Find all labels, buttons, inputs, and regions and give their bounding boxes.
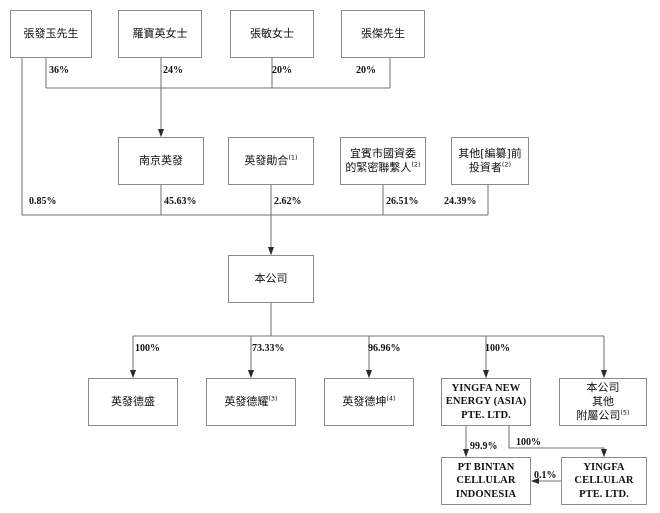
- edge-label-nanjing-company: 45.63%: [164, 196, 197, 207]
- node-yingfa-new-energy[interactable]: YINGFA NEW ENERGY (ASIA) PTE. LTD.: [441, 378, 531, 426]
- footnote-marker: (2): [501, 160, 512, 169]
- node-yingfa-desheng[interactable]: 英發德盛: [88, 378, 178, 426]
- node-label: 本公司: [254, 272, 288, 286]
- edge-label-sasac-company: 26.51%: [386, 196, 419, 207]
- node-label: 英發勛合(1): [244, 153, 298, 168]
- edge-label-luobaoying-nanjing: 24%: [163, 65, 183, 76]
- node-label: 英發德坤(4): [342, 394, 396, 409]
- edge-label-company-dekun: 96.96%: [368, 343, 401, 354]
- edge-label-zhangfayu-company: 0.85%: [29, 196, 57, 207]
- node-luo-baoying[interactable]: 羅寶英女士: [118, 10, 202, 58]
- node-zhang-fayu[interactable]: 張發玉先生: [10, 10, 92, 58]
- node-other-subsidiaries[interactable]: 本公司 其他 附屬公司(5): [559, 378, 647, 426]
- edge-label-company-deyao: 73.33%: [252, 343, 285, 354]
- node-yingfa-dekun[interactable]: 英發德坤(4): [324, 378, 414, 426]
- node-pt-bintan[interactable]: PT BINTAN CELLULAR INDONESIA: [441, 457, 531, 505]
- edge-label-xunhe-company: 2.62%: [274, 196, 302, 207]
- node-yingfa-cellular[interactable]: YINGFA CELLULAR PTE. LTD.: [561, 457, 647, 505]
- node-label: 宜賓市國資委 的緊密聯繫人(2): [345, 147, 421, 174]
- node-label: 張發玉先生: [23, 27, 79, 41]
- node-label: 本公司 其他 附屬公司(5): [576, 381, 630, 422]
- edge-label-newenergy-ptbintan: 99.9%: [470, 441, 498, 452]
- footnote-marker: (3): [268, 394, 278, 403]
- node-yibin-sasac[interactable]: 宜賓市國資委 的緊密聯繫人(2): [340, 137, 426, 185]
- edge-label-cellular-ptbintan: 0.1%: [534, 470, 557, 481]
- node-label: 其他[編纂]前 投資者(2): [458, 147, 522, 174]
- node-label: PT BINTAN CELLULAR INDONESIA: [455, 462, 517, 500]
- node-label: 羅寶英女士: [132, 27, 188, 41]
- node-the-company[interactable]: 本公司: [228, 255, 314, 303]
- edge-label-company-newenergy: 100%: [485, 343, 510, 354]
- node-yingfa-deyao[interactable]: 英發德耀(3): [206, 378, 296, 426]
- edge-label-zhangmin-nanjing: 20%: [272, 65, 292, 76]
- edge-label-otherinvestors-company: 24.39%: [444, 196, 477, 207]
- node-label: YINGFA CELLULAR PTE. LTD.: [574, 462, 634, 500]
- node-nanjing-yingfa[interactable]: 南京英發: [118, 137, 204, 185]
- node-label: 英發德盛: [111, 395, 155, 409]
- node-label: 張傑先生: [361, 27, 405, 41]
- node-label: 張敏女士: [250, 27, 294, 41]
- node-label: YINGFA NEW ENERGY (ASIA) PTE. LTD.: [445, 383, 527, 421]
- node-zhang-jie[interactable]: 張傑先生: [341, 10, 425, 58]
- footnote-marker: (1): [288, 153, 298, 162]
- footnote-marker: (2): [411, 160, 421, 169]
- footnote-marker: (5): [620, 408, 630, 417]
- edge-label-newenergy-cellular: 100%: [516, 437, 541, 448]
- edge-label-zhangfayu-nanjing: 36%: [49, 65, 69, 76]
- node-zhang-min[interactable]: 張敏女士: [230, 10, 314, 58]
- footnote-marker: (4): [386, 394, 396, 403]
- line-newenergy-to-cellular: [508, 426, 608, 458]
- edge-label-company-desheng: 100%: [135, 343, 160, 354]
- node-label: 南京英發: [139, 154, 183, 168]
- node-yingfa-xunhe[interactable]: 英發勛合(1): [228, 137, 314, 185]
- edge-label-zhangjie-nanjing: 20%: [356, 65, 376, 76]
- node-other-investors[interactable]: 其他[編纂]前 投資者(2): [451, 137, 529, 185]
- node-label: 英發德耀(3): [224, 394, 278, 409]
